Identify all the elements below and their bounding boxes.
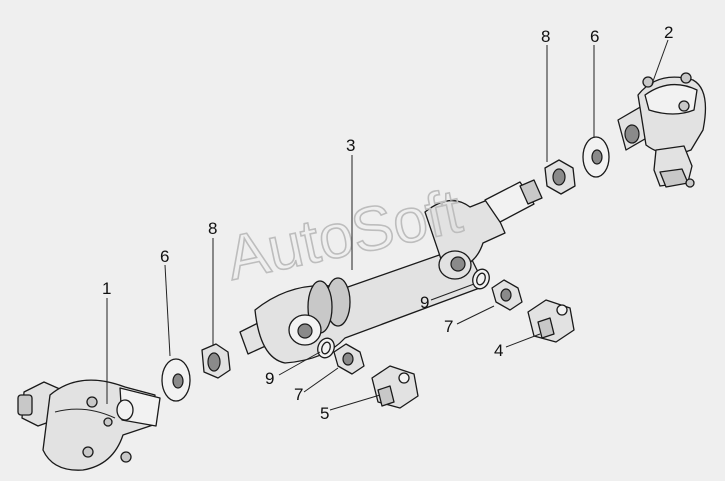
label-part-6-right: 6 [590,27,599,46]
label-part-2: 2 [664,23,673,42]
label-part-8-left: 8 [208,219,217,238]
part-6-washer-right [582,136,610,178]
part-8-nut-right [544,159,576,195]
label-part-9-upper: 9 [420,293,429,312]
label-part-5: 5 [320,404,329,423]
part-3-cylinder [239,179,543,364]
part-7-fitting-upper [491,279,523,311]
label-part-3: 3 [346,136,355,155]
part-9-seal-upper [472,268,490,290]
part-8-nut-left [201,343,231,379]
part-5-elbow-fitting [371,365,419,409]
label-part-7-lower: 7 [294,385,303,404]
label-part-7-upper: 7 [444,317,453,336]
part-2-bracket [617,72,707,188]
part-4-elbow-fitting [527,299,575,343]
label-part-1: 1 [102,279,111,298]
label-part-8-right: 8 [541,27,550,46]
leader-lines [106,39,669,411]
part-1-bracket [17,379,161,471]
part-9-seal-lower [317,337,335,359]
label-part-9-lower: 9 [265,369,274,388]
label-part-6-left: 6 [160,247,169,266]
label-part-4: 4 [494,341,503,360]
part-7-fitting-lower [333,343,365,375]
part-6-washer-left [161,358,191,402]
